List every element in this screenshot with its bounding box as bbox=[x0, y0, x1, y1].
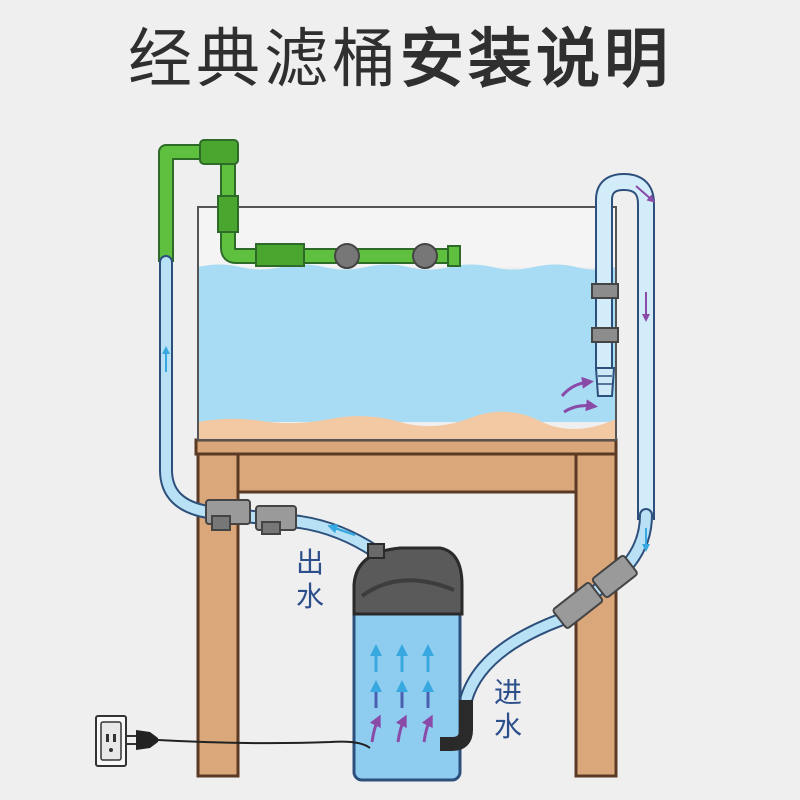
power-cord bbox=[157, 739, 371, 749]
filter-body bbox=[352, 606, 462, 782]
outlet-label: 出 水 bbox=[295, 546, 324, 613]
intake-clip-2 bbox=[591, 327, 619, 343]
flow-arrow-icon bbox=[635, 185, 656, 203]
table-apron bbox=[236, 452, 578, 494]
green-elbow bbox=[199, 139, 239, 165]
flow-arrow-icon bbox=[395, 714, 407, 743]
green-outlet-pipe bbox=[158, 139, 461, 269]
aquarium-tank bbox=[197, 206, 617, 441]
inflow-hose-fill bbox=[461, 510, 651, 705]
green-pipe-end bbox=[447, 245, 461, 267]
intake-pipe bbox=[560, 173, 656, 520]
suction-cup-1 bbox=[334, 243, 360, 269]
filter-flow-arrows bbox=[369, 644, 434, 743]
intake-strainer bbox=[594, 367, 616, 397]
flow-arrow-icon bbox=[563, 399, 598, 414]
flow-arrow-icon bbox=[327, 523, 356, 537]
power-outlet-icon bbox=[95, 715, 127, 767]
valve-connector-icon bbox=[552, 554, 638, 629]
tank-water bbox=[198, 264, 616, 422]
green-pipe-fill bbox=[160, 146, 458, 262]
power-plug-icon bbox=[126, 730, 158, 750]
table-top bbox=[194, 438, 618, 456]
inlet-label: 进 水 bbox=[493, 676, 522, 743]
page-title: 经典滤桶安装说明 bbox=[0, 22, 800, 99]
tank-sand bbox=[198, 411, 616, 440]
inflow-hose bbox=[459, 508, 653, 707]
flow-arrow-icon bbox=[560, 376, 594, 397]
intake-clip-1 bbox=[591, 283, 619, 299]
intake-pipe-fill bbox=[597, 175, 653, 520]
green-sleeve-bottom bbox=[255, 243, 305, 267]
filter-outlet-nozzle bbox=[367, 543, 385, 559]
outflow-hose bbox=[159, 255, 383, 559]
title-normal: 经典滤桶 bbox=[128, 23, 400, 97]
flow-arrow-icon bbox=[369, 714, 381, 743]
filter-inlet-elbow bbox=[440, 700, 473, 751]
green-sleeve-left bbox=[217, 195, 239, 233]
tank-outline bbox=[197, 206, 617, 441]
outflow-hose-fill bbox=[161, 257, 381, 557]
valve-connector-icon bbox=[205, 499, 297, 535]
suction-cup-2 bbox=[412, 243, 438, 269]
canister-filter bbox=[352, 543, 473, 782]
flow-arrow-icon bbox=[421, 714, 433, 743]
title-bold: 安装说明 bbox=[400, 23, 672, 97]
